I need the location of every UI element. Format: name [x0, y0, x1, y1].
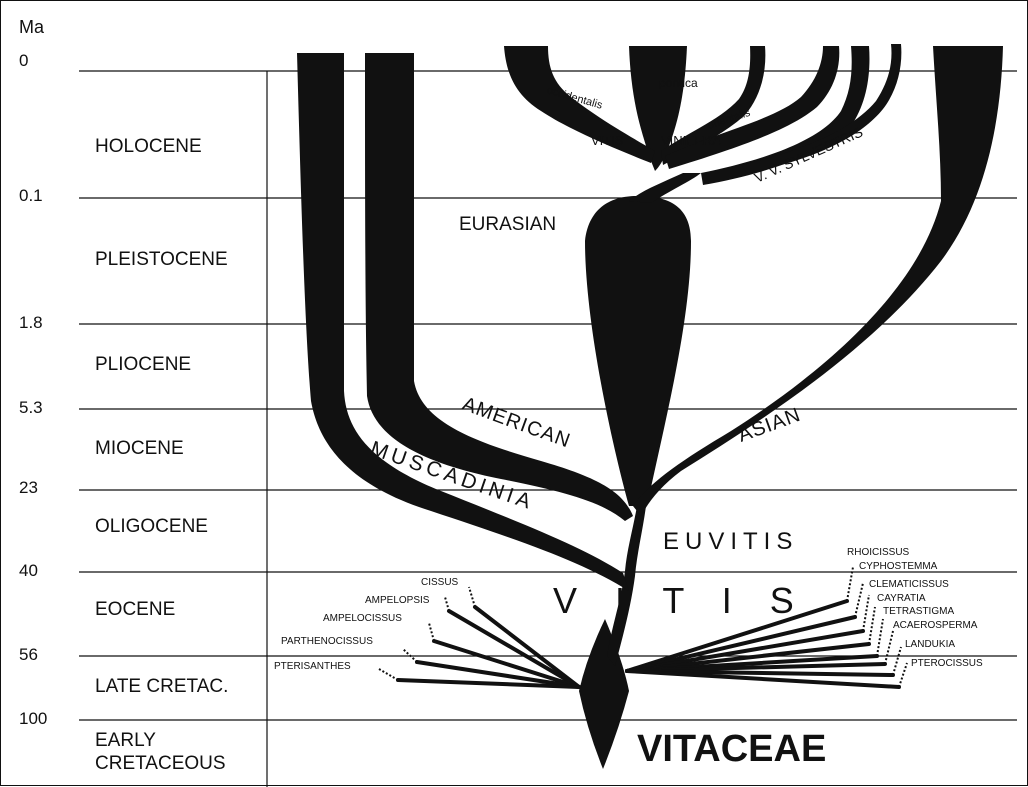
label-ampelocissus: AMPELOCISSUS: [323, 613, 402, 624]
vitaceae-root: [579, 619, 629, 769]
label-eurasian: EURASIAN: [459, 214, 556, 235]
label-vitaceae: VITACEAE: [637, 728, 826, 770]
dash-pterisanthes: [379, 669, 398, 680]
dash-landukia: [893, 647, 901, 675]
label-euvitis: EUVITIS: [663, 528, 798, 555]
label-cyphostemma: CYPHOSTEMMA: [859, 561, 938, 572]
branch-ampelocissus: [434, 641, 579, 687]
dash-acaerosperma: [885, 631, 893, 664]
dash-ampelopsis: [445, 597, 449, 611]
muscadinia-branch: [297, 53, 629, 591]
dash-cyphostemma: [855, 583, 863, 617]
label-pterisanthes: PTERISANTHES: [274, 661, 351, 672]
label-cissus: CISSUS: [421, 577, 459, 588]
left-genus-branches: [398, 607, 579, 687]
label-pontica: pontica: [659, 76, 698, 90]
label-acaerosperma: ACAEROSPERMA: [893, 620, 978, 631]
label-rhoicissus: RHOICISSUS: [847, 547, 910, 558]
label-cayratia: CAYRATIA: [877, 593, 926, 604]
label-vinifera-word: VINIFERA: [661, 133, 721, 148]
label-tetrastigma: TETRASTIGMA: [883, 606, 954, 617]
label-clematicissus: CLEMATICISSUS: [869, 579, 949, 590]
dash-tetrastigma: [877, 619, 883, 656]
dash-cayratia: [869, 607, 875, 644]
dash-clematicissus: [863, 595, 869, 631]
dash-cissus: [469, 587, 475, 607]
eurasian-branch: [585, 196, 691, 506]
label-landukia: LANDUKIA: [905, 639, 955, 650]
label-ampelopsis: AMPELOPSIS: [365, 595, 430, 606]
dash-ampelocissus: [429, 623, 434, 641]
label-pterocissus: PTEROCISSUS: [911, 658, 983, 669]
label-vitis-word: VITIS: [591, 133, 624, 148]
label-vitis: V I T I S: [553, 580, 808, 621]
dash-pterocissus: [899, 663, 907, 687]
label-parthenocissus: PARTHENOCISSUS: [281, 636, 373, 647]
